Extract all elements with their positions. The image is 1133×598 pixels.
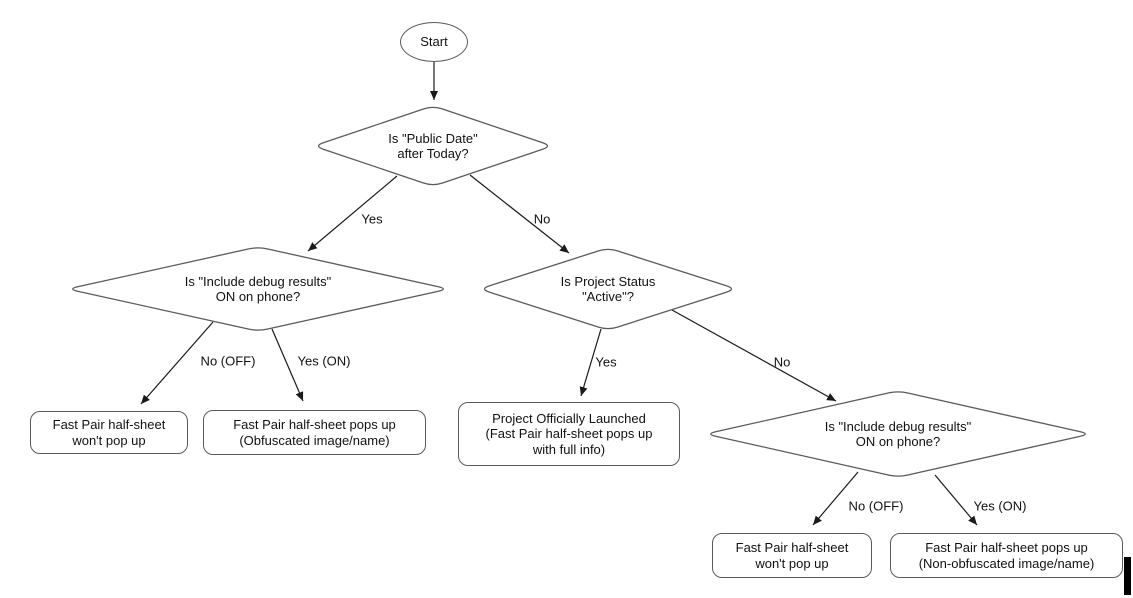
node-result-no-popup-left-label: Fast Pair half-sheet won't pop up [52,417,166,448]
edge-label-no-1: No [533,211,551,227]
edge-debug-right-no-off [812,471,859,526]
diamond-outline [317,106,549,186]
edge-public-date-yes [307,175,398,252]
node-start: Start [400,22,468,62]
diamond-outline [72,247,444,331]
node-result-non-obfuscated: Fast Pair half-sheet pops up (Non-obfusc… [890,533,1123,578]
edge-project-status-yes [579,328,602,397]
edge-label-yes-on-1: Yes (ON) [297,353,351,369]
edge-project-status-no [671,309,837,402]
edge-debug-left-no-off [140,321,214,405]
edge-label-no-2: No [773,354,791,370]
node-result-obfuscated-label: Fast Pair half-sheet pops up (Obfuscated… [233,417,396,448]
node-result-launched: Project Officially Launched (Fast Pair h… [458,402,680,466]
node-decision-public-date: Is "Public Date" after Today? [313,105,553,187]
diamond-outline [710,391,1086,477]
edge-label-no-off-1: No (OFF) [200,353,256,369]
edge-public-date-no [469,174,570,254]
node-decision-debug-left: Is "Include debug results" ON on phone? [67,246,449,332]
node-decision-debug-left-label: Is "Include debug results" ON on phone? [184,273,332,304]
edge-label-no-off-2: No (OFF) [848,498,904,514]
edge-debug-right-yes-on [934,474,978,526]
node-result-obfuscated: Fast Pair half-sheet pops up (Obfuscated… [203,410,426,455]
node-decision-public-date-label: Is "Public Date" after Today? [388,130,478,161]
diamond-outline [483,248,733,330]
edge-label-yes-on-2: Yes (ON) [973,498,1027,514]
node-decision-debug-right: Is "Include debug results" ON on phone? [705,390,1091,478]
node-decision-debug-right-label: Is "Include debug results" ON on phone? [824,418,972,449]
edge-label-yes-1: Yes [361,211,383,227]
node-result-non-obfuscated-label: Fast Pair half-sheet pops up (Non-obfusc… [918,540,1095,571]
node-decision-project-status-label: Is Project Status "Active"? [560,273,656,304]
text-cursor-artifact [1124,557,1131,595]
edge-debug-left-yes-on [271,328,304,402]
node-decision-project-status: Is Project Status "Active"? [479,247,737,331]
node-result-launched-label: Project Officially Launched (Fast Pair h… [485,411,653,457]
edge-label-yes-2: Yes [595,354,617,370]
node-result-no-popup-left: Fast Pair half-sheet won't pop up [30,411,188,454]
node-start-label: Start [420,34,448,50]
node-result-no-popup-right-label: Fast Pair half-sheet won't pop up [735,540,849,571]
node-result-no-popup-right: Fast Pair half-sheet won't pop up [712,533,872,578]
